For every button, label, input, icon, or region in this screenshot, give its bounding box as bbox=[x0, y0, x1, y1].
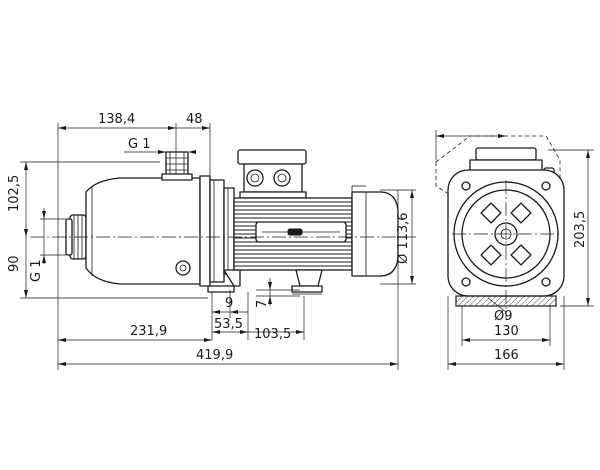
dim-g1-side: G 1 bbox=[29, 260, 44, 282]
dim-53-5: 53,5 bbox=[214, 317, 243, 332]
dim-166: 166 bbox=[494, 348, 519, 363]
dim-203-5: 203,5 bbox=[573, 211, 588, 248]
dim-diameter-113-6: Ø 113,6 bbox=[396, 212, 411, 264]
coupling-flange bbox=[199, 175, 235, 287]
side-view bbox=[30, 149, 416, 295]
dim-130: 130 bbox=[494, 324, 519, 339]
side-view-dimensions: 138,4 48 G 1 102,5 90 G 1 Ø 113,6 bbox=[7, 112, 416, 370]
dim-diameter-9: Ø9 bbox=[494, 309, 513, 324]
dim-90: 90 bbox=[7, 255, 22, 272]
terminal-box bbox=[237, 149, 307, 199]
dim-7: 7 bbox=[255, 300, 270, 308]
dim-48: 48 bbox=[186, 112, 203, 127]
motor-feet bbox=[207, 269, 323, 295]
pump-outlet bbox=[161, 151, 193, 181]
motor-body bbox=[233, 185, 399, 277]
dim-g1-top: G 1 bbox=[128, 137, 150, 152]
dim-138-4: 138,4 bbox=[98, 112, 135, 127]
dim-419-9: 419,9 bbox=[196, 348, 233, 363]
front-view bbox=[435, 135, 565, 320]
dim-103-5: 103,5 bbox=[254, 327, 291, 342]
dim-102-5: 102,5 bbox=[7, 175, 22, 212]
front-view-dimensions: 203,5 Ø9 130 166 bbox=[435, 130, 594, 370]
dim-9: 9 bbox=[225, 296, 233, 311]
pump-body bbox=[85, 177, 201, 285]
dim-231-9: 231,9 bbox=[130, 324, 167, 339]
